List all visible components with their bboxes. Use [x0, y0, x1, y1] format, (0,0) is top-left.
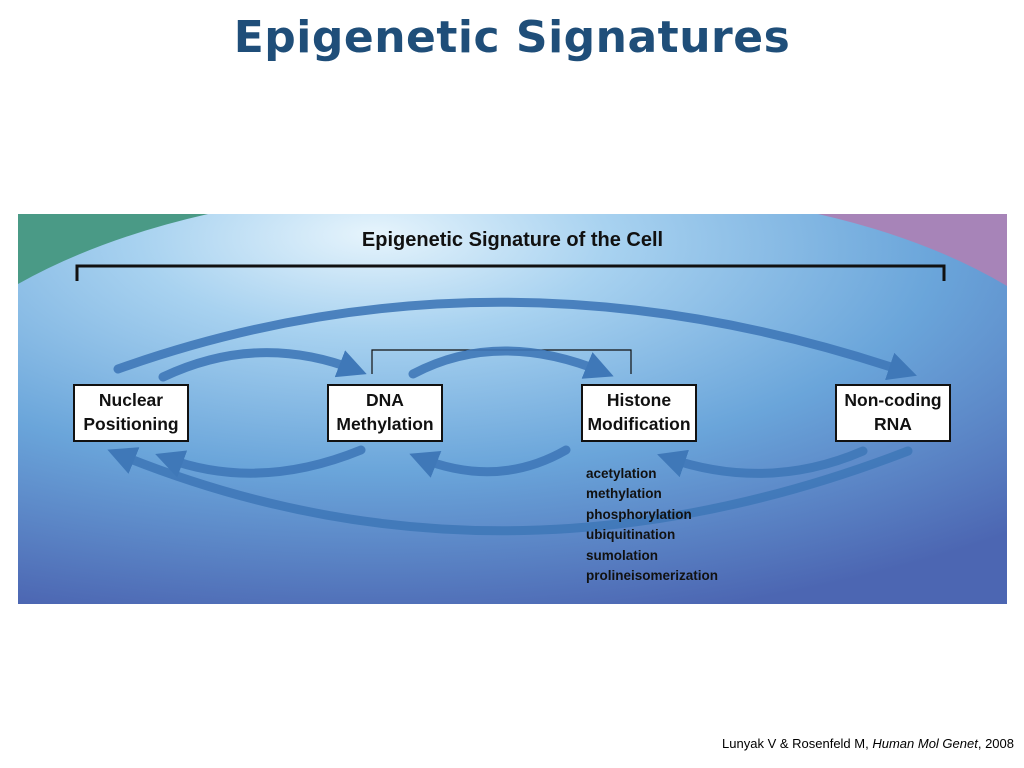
- citation: Lunyak V & Rosenfeld M, Human Mol Genet,…: [722, 736, 1014, 751]
- diagram-title: Epigenetic Signature of the Cell: [361, 229, 664, 251]
- left-corner-shape: [18, 214, 208, 284]
- histone-modification-list: acetylation methylation phosphorylation …: [586, 464, 718, 586]
- modification-item: prolineisomerization: [586, 568, 719, 584]
- citation-authors: Lunyak V & Rosenfeld M,: [722, 736, 873, 751]
- modification-item: ubiquitination: [586, 527, 676, 543]
- citation-year: , 2008: [977, 736, 1014, 751]
- title-bracket: [75, 264, 946, 281]
- arrows: [107, 297, 917, 536]
- slide-title: Epigenetic Signatures: [233, 12, 791, 63]
- arrow-bottom-ncrna-histone: [657, 446, 868, 478]
- node-nuclear-positioning: Nuclear Positioning: [73, 384, 189, 442]
- modification-item: phosphorylation: [586, 506, 692, 522]
- modification-item: sumolation: [586, 547, 659, 563]
- node-non-coding-rna: Non-coding RNA: [835, 384, 951, 442]
- modification-item: methylation: [586, 486, 662, 502]
- citation-journal: Human Mol Genet: [872, 736, 978, 751]
- node-dna-methylation: DNA Methylation: [327, 384, 443, 442]
- arrow-top-dna-histone: [408, 346, 614, 379]
- modification-item: acetylation: [586, 466, 657, 481]
- arrow-bottom-histone-dna: [409, 445, 571, 478]
- arrow-bottom-outer: [107, 446, 913, 536]
- arrow-top-outer: [113, 297, 917, 381]
- right-corner-shape: [818, 214, 1007, 286]
- node-histone-modification: Histone Modification: [581, 384, 697, 442]
- arrow-bottom-dna-nuclear: [155, 445, 366, 478]
- epigenetic-diagram: Epigenetic Signature of the Cell Nuclear…: [18, 214, 1007, 604]
- arrow-top-nuclear-dna: [158, 348, 367, 382]
